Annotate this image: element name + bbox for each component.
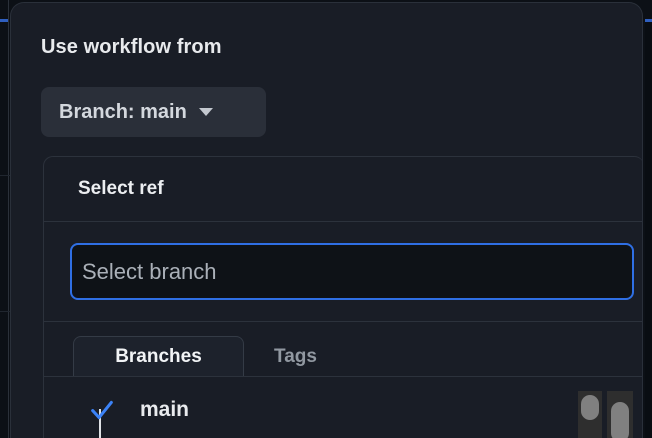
page-scrollbar-thumb[interactable] — [611, 402, 629, 438]
page-edge-divider — [8, 0, 9, 438]
text-cursor — [99, 409, 101, 438]
chevron-down-icon — [198, 108, 213, 116]
page-title: Use workflow from — [41, 36, 222, 58]
tab-tags[interactable]: Tags — [274, 345, 317, 367]
page-background-rule — [0, 311, 10, 312]
branch-dropdown-button[interactable]: Branch: main — [41, 87, 266, 137]
tabs-underline — [44, 376, 642, 377]
select-ref-header: Select ref — [44, 157, 642, 222]
accent-bar-right — [645, 19, 652, 22]
check-icon — [91, 400, 113, 419]
page-scrollbar[interactable] — [607, 391, 633, 438]
select-ref-panel: Select ref Branches Tags main — [43, 156, 642, 438]
page-background-rule — [0, 175, 10, 176]
list-item[interactable]: main — [44, 377, 642, 438]
select-ref-title: Select ref — [78, 178, 164, 199]
ref-type-tabs: Branches Tags — [44, 322, 642, 377]
run-workflow-dialog: Use workflow from Branch: main Select re… — [10, 2, 643, 438]
list-scrollbar-thumb[interactable] — [581, 395, 599, 420]
list-scrollbar[interactable] — [578, 391, 602, 438]
tab-branches[interactable]: Branches — [73, 336, 244, 377]
select-ref-search-row — [44, 222, 642, 322]
accent-bar-left — [0, 19, 8, 22]
list-item-label: main — [140, 397, 190, 421]
search-input[interactable] — [70, 243, 634, 300]
branch-dropdown-label: Branch: main — [59, 100, 187, 123]
branch-list: main — [44, 377, 642, 438]
page-right-gutter — [645, 22, 652, 438]
